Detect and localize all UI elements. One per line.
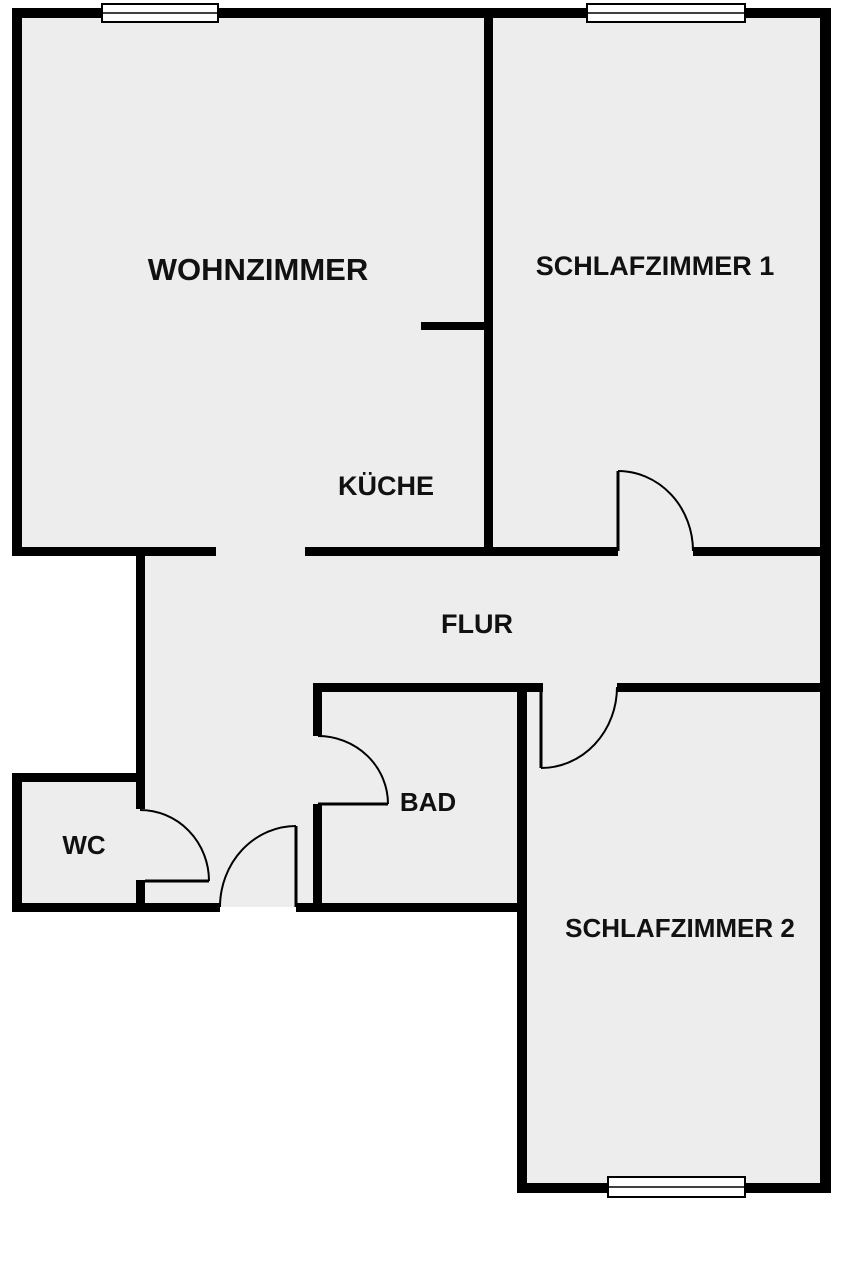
- label-schlafzimmer-2: SCHLAFZIMMER 2: [565, 913, 795, 943]
- floor-wohnzimmer-kueche: [18, 13, 488, 551]
- door-entrance: [219, 825, 298, 908]
- wall-bottom-middle: [296, 903, 522, 912]
- wall-bad-top: [313, 683, 543, 692]
- wall-wc-left: [12, 773, 22, 912]
- wall-left-upper: [12, 8, 22, 556]
- label-wc: WC: [62, 830, 106, 860]
- wall-schlaf2-left: [517, 683, 527, 1192]
- wall-schlaf2-top: [617, 683, 831, 692]
- wall-right: [820, 8, 831, 1192]
- wall-living-bottom-left: [12, 547, 216, 556]
- door-wc: [139, 809, 210, 883]
- floor-wc: [18, 779, 140, 907]
- windows: [101, 3, 746, 1198]
- wall-flur-left: [136, 551, 145, 809]
- wall-bad-left-upper: [313, 683, 322, 736]
- wall-wohn-schlaf1: [484, 8, 493, 556]
- wall-schlaf1-bottom: [693, 547, 831, 556]
- floor-schlafzimmer-2: [522, 687, 824, 1187]
- label-bad: BAD: [400, 787, 456, 817]
- door-schlafzimmer-2: [539, 686, 618, 769]
- label-flur: FLUR: [441, 609, 513, 639]
- wall-bad-left-lower: [313, 804, 322, 912]
- doors: [139, 470, 694, 908]
- floor-bad: [318, 687, 522, 907]
- room-labels: WOHNZIMMER KÜCHE SCHLAFZIMMER 1 FLUR BAD…: [62, 251, 795, 943]
- door-schlafzimmer-1: [616, 470, 694, 552]
- floor-flur-lower: [140, 687, 318, 907]
- window-schlafzimmer-2: [607, 1176, 746, 1198]
- wall-top: [12, 8, 831, 18]
- wall-flur-left-lower: [136, 880, 145, 912]
- floor-flur: [140, 551, 824, 687]
- wall-wc-top: [12, 773, 145, 782]
- wall-bottom-left: [12, 903, 220, 912]
- floor-schlafzimmer-1: [488, 13, 824, 551]
- label-kueche: KÜCHE: [338, 471, 434, 501]
- wall-living-bottom-right: [305, 547, 618, 556]
- door-bad: [317, 735, 389, 806]
- window-wohnzimmer: [101, 3, 219, 23]
- window-schlafzimmer-1: [586, 3, 746, 23]
- wall-kitchen-stub: [421, 322, 489, 330]
- label-wohnzimmer: WOHNZIMMER: [148, 252, 368, 287]
- label-schlafzimmer-1: SCHLAFZIMMER 1: [536, 251, 775, 281]
- floor-areas: [18, 13, 824, 1187]
